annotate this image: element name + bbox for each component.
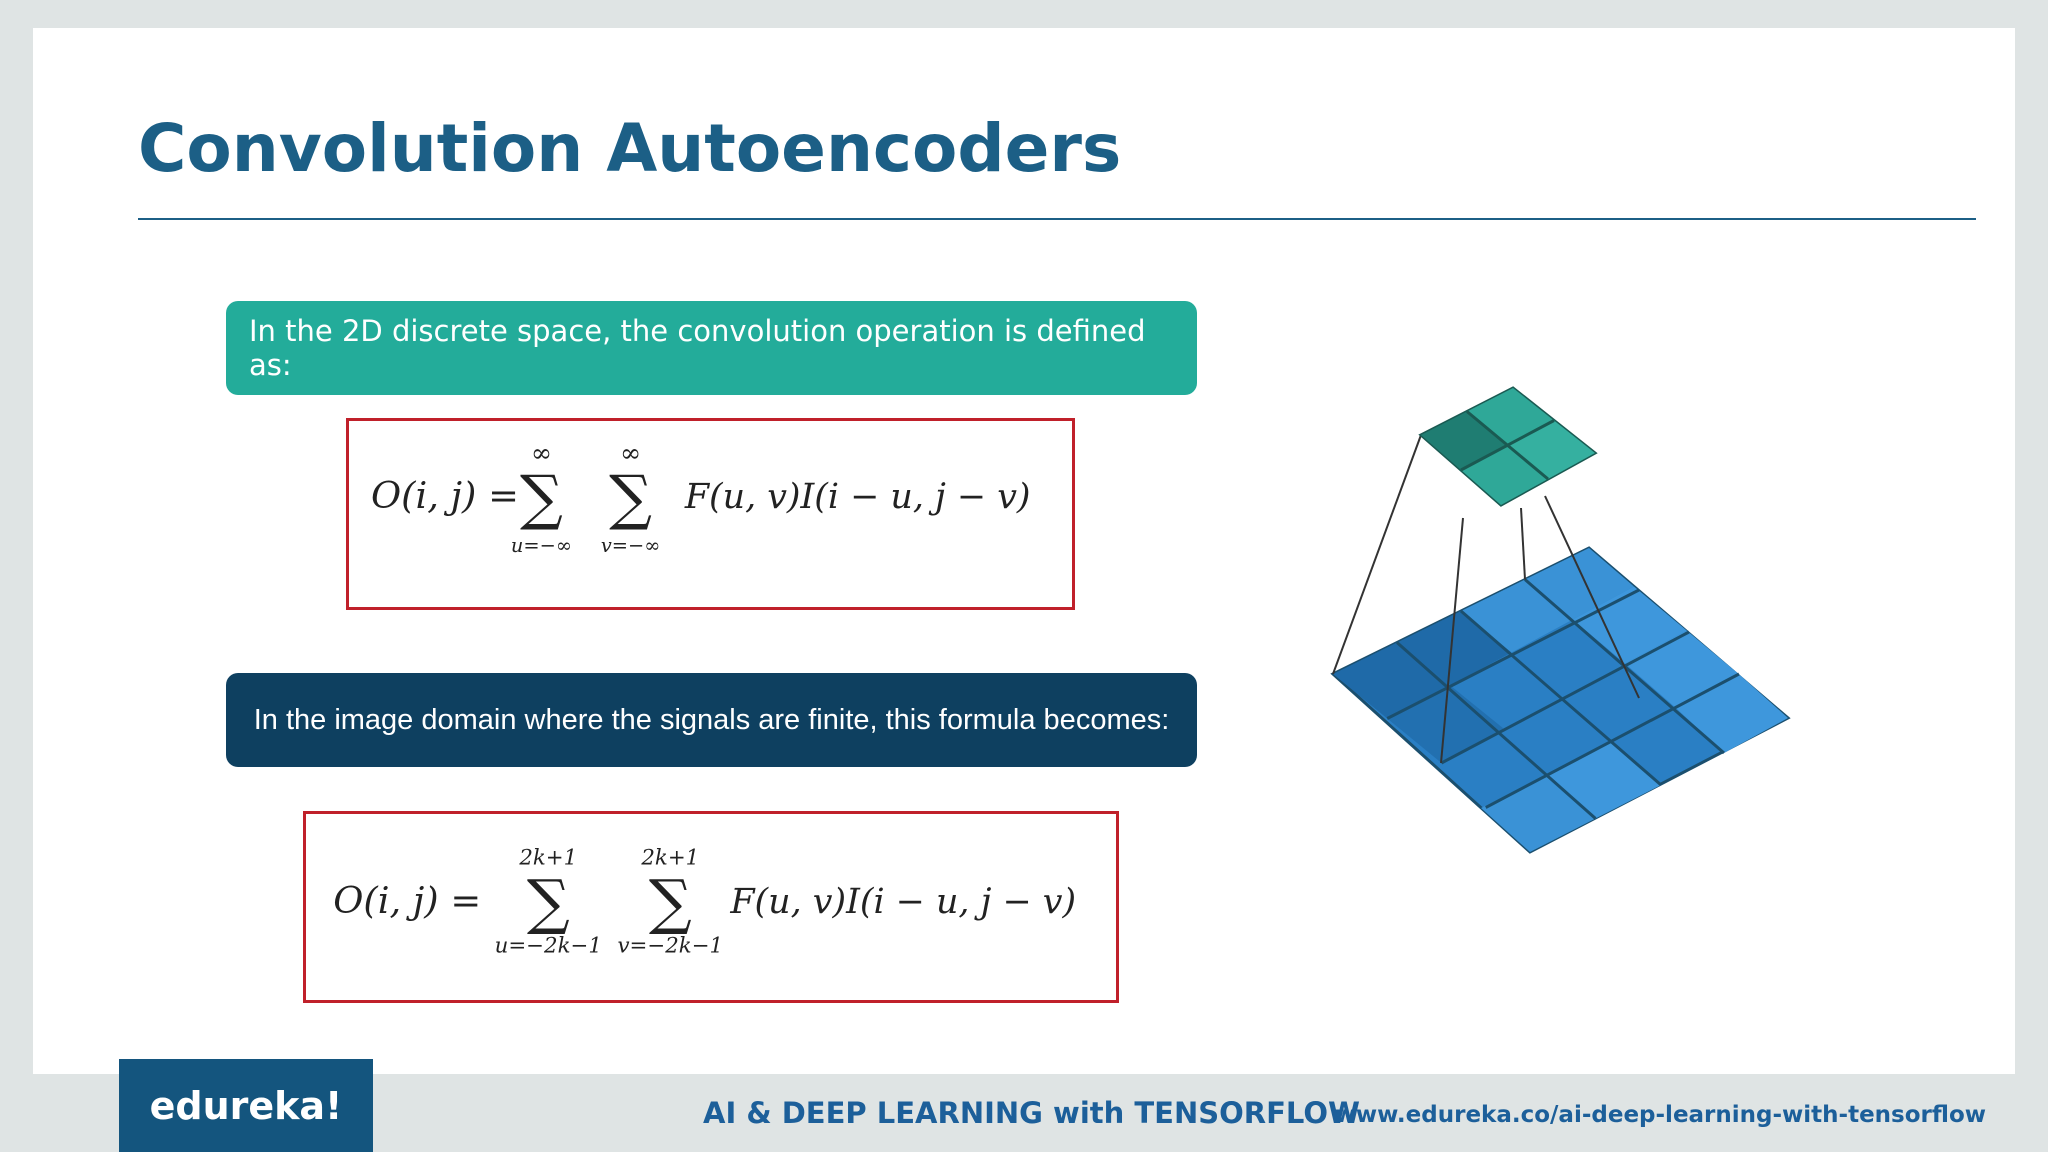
output-cell xyxy=(1508,420,1595,479)
finite-banner-text: In the image domain where the signals ar… xyxy=(253,703,1170,736)
slide: Convolution Autoencoders In the 2D discr… xyxy=(33,28,2015,1074)
sum-u-upper: 2k+1 xyxy=(518,845,577,870)
page-title: Convolution Autoencoders xyxy=(138,110,1122,187)
formula-rhs: F(u, v)I(i − u, j − v) xyxy=(729,882,1076,922)
sum-v-upper: 2k+1 xyxy=(640,845,699,870)
formula-rhs: F(u, v)I(i − u, j − v) xyxy=(684,477,1031,517)
course-url: www.edureka.co/ai-deep-learning-with-ten… xyxy=(1334,1102,1986,1128)
projection-lines xyxy=(1332,434,1640,764)
input-cell xyxy=(1333,642,1451,719)
title-divider xyxy=(138,218,1976,220)
logo-text: edureka! xyxy=(149,1083,343,1128)
sum-u-sigma: ∑ xyxy=(520,463,563,533)
sum-u-lower: u=−2k−1 xyxy=(495,934,602,959)
formula-finite: O(i, j) = 2k+1 ∑ u=−2k−1 2k+1 ∑ v=−2k−1 … xyxy=(333,845,1076,959)
input-cell xyxy=(1572,586,1687,664)
sum-v-upper: ∞ xyxy=(620,439,641,468)
edureka-logo: edureka! xyxy=(119,1059,373,1152)
output-grid-lines xyxy=(1460,410,1555,481)
convolution-grid-illustration xyxy=(1330,386,1791,854)
sum-v-lower: v=−∞ xyxy=(601,534,661,557)
course-title: AI & DEEP LEARNING with TENSORFLOW xyxy=(703,1096,1361,1130)
formula-lhs: O(i, j) = xyxy=(333,879,481,922)
sum-v-lower: v=−2k−1 xyxy=(618,934,724,959)
input-cell xyxy=(1676,674,1788,753)
sum-v-sigma: ∑ xyxy=(609,463,652,533)
sum-v-sigma: ∑ xyxy=(649,868,692,938)
formula-box-finite: O(i, j) = 2k+1 ∑ u=−2k−1 2k+1 ∑ v=−2k−1 … xyxy=(303,811,1119,1003)
formula-infinite: O(i, j) = ∞ ∑ u=−∞ ∞ ∑ v=−∞ F(u, v)I(i −… xyxy=(371,439,1031,557)
formula-lhs: O(i, j) = xyxy=(371,474,519,517)
finite-banner: In the image domain where the signals ar… xyxy=(226,673,1197,767)
output-cell xyxy=(1467,388,1554,444)
definition-banner: In the 2D discrete space, the convolutio… xyxy=(226,301,1197,395)
sum-u-sigma: ∑ xyxy=(527,868,570,938)
formula-box-infinite: O(i, j) = ∞ ∑ u=−∞ ∞ ∑ v=−∞ F(u, v)I(i −… xyxy=(346,418,1075,610)
sum-u-upper: ∞ xyxy=(531,439,552,468)
definition-banner-text: In the 2D discrete space, the convolutio… xyxy=(249,314,1146,382)
sum-u-lower: u=−∞ xyxy=(511,534,572,557)
